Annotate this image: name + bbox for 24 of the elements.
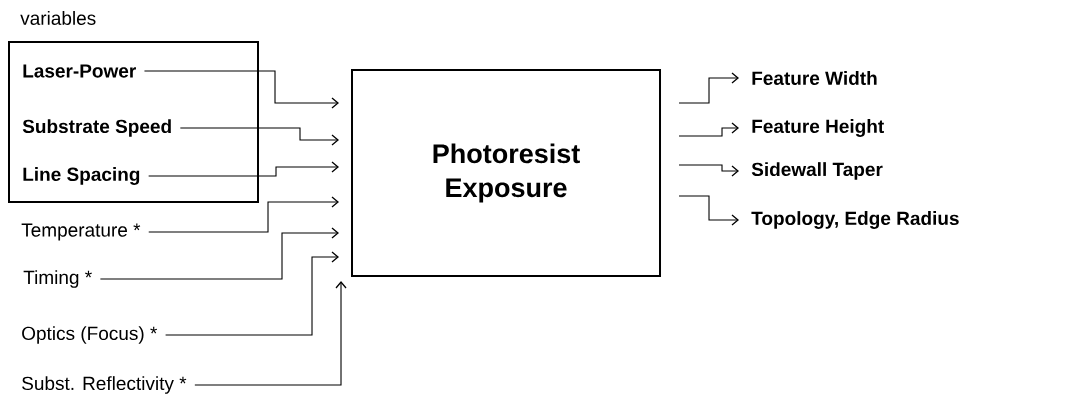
label-text: Temperature * <box>21 223 141 241</box>
label-text: Substrate Speed <box>22 119 171 137</box>
arrow <box>148 196 339 233</box>
arrow <box>678 72 739 104</box>
node-label: variables <box>20 11 96 25</box>
arrow <box>99 227 339 280</box>
label-text: Sidewall Taper <box>751 162 883 180</box>
label-text: Line Spacing <box>23 167 140 185</box>
arrow <box>143 70 339 109</box>
label-text: Optics (Focus) * <box>22 326 158 344</box>
label-text: Feature Width <box>752 71 877 85</box>
label-text: Laser-Power <box>23 64 136 78</box>
arrow <box>165 251 339 336</box>
arrow <box>179 127 339 146</box>
process-box: Photoresist Exposure <box>351 69 661 277</box>
label-text: Topology, Edge Radius <box>751 211 959 229</box>
label-text: Subst. Reflectivity * <box>22 376 187 394</box>
arrow <box>148 161 339 177</box>
arrow <box>678 122 739 137</box>
arrow <box>678 164 739 177</box>
arrow <box>678 195 739 226</box>
label-text: Timing * <box>23 270 92 288</box>
arrow <box>194 281 347 386</box>
label-text: Feature Height <box>752 119 884 137</box>
